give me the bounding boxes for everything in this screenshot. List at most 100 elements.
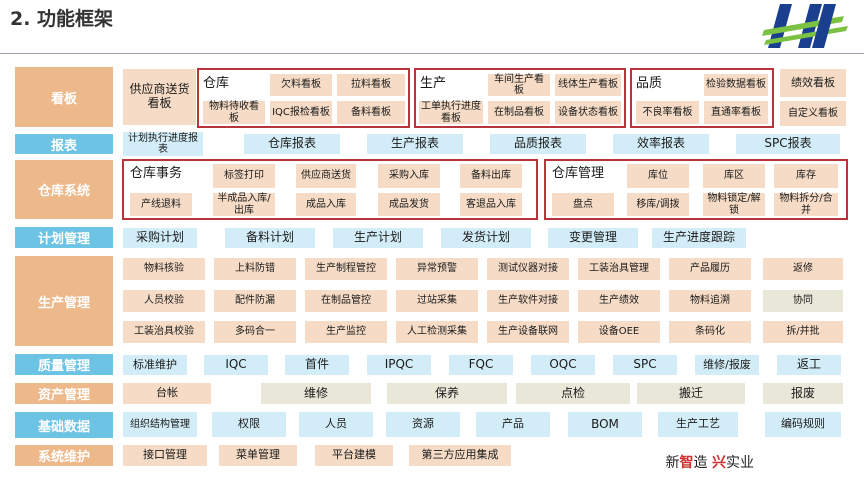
storage-area[interactable]: 库区 bbox=[703, 164, 765, 188]
fixture-calibration[interactable]: 工装治具校验 bbox=[123, 321, 205, 343]
asset-repair[interactable]: 维修 bbox=[261, 383, 371, 404]
production-progress-tracking[interactable]: 生产进度跟踪 bbox=[652, 228, 746, 248]
inspection-data-kanban[interactable]: 检验数据看板 bbox=[704, 74, 768, 96]
menu-management[interactable]: 菜单管理 bbox=[219, 445, 297, 466]
equipment-status-kanban[interactable]: 设备状态看板 bbox=[555, 101, 621, 124]
resources[interactable]: 资源 bbox=[386, 412, 460, 437]
spc-report[interactable]: SPC报表 bbox=[736, 134, 840, 154]
production-process[interactable]: 生产工艺 bbox=[658, 412, 738, 437]
first-article[interactable]: 首件 bbox=[285, 355, 349, 375]
supplier-delivery-kanban[interactable]: 供应商送货看板 bbox=[123, 69, 196, 125]
production-software-integration[interactable]: 生产软件对接 bbox=[487, 290, 569, 312]
purchase-inbound[interactable]: 采购入库 bbox=[378, 164, 440, 188]
quality-report[interactable]: 品质报表 bbox=[490, 134, 586, 154]
relocation[interactable]: 搬迁 bbox=[637, 383, 745, 404]
loading-error-proofing[interactable]: 上料防错 bbox=[214, 258, 296, 280]
workshop-production-kanban[interactable]: 车间生产看板 bbox=[488, 74, 550, 96]
manual-inspection-collection[interactable]: 人工检测采集 bbox=[396, 321, 478, 343]
material-traceability[interactable]: 物料追溯 bbox=[669, 290, 751, 312]
third-party-integration[interactable]: 第三方应用集成 bbox=[409, 445, 511, 466]
org-structure-management[interactable]: 组织结构管理 bbox=[123, 412, 197, 437]
interface-management[interactable]: 接口管理 bbox=[123, 445, 207, 466]
material-prep-kanban[interactable]: 备料看板 bbox=[337, 101, 405, 124]
asset-scrap[interactable]: 报废 bbox=[763, 383, 843, 404]
iqc-inspection-kanban[interactable]: IQC报检看板 bbox=[270, 101, 332, 124]
multi-code-merge[interactable]: 多码合一 bbox=[214, 321, 296, 343]
exception-alert[interactable]: 异常预警 bbox=[396, 258, 478, 280]
inventory[interactable]: 库存 bbox=[774, 164, 838, 188]
personnel-verification[interactable]: 人员校验 bbox=[123, 290, 205, 312]
spc[interactable]: SPC bbox=[613, 355, 677, 375]
oqc[interactable]: OQC bbox=[531, 355, 595, 375]
row-label-sys-maint: 系统维护 bbox=[15, 445, 113, 466]
warehouse-report[interactable]: 仓库报表 bbox=[244, 134, 340, 154]
collaboration[interactable]: 协同 bbox=[763, 290, 843, 312]
bom[interactable]: BOM bbox=[568, 412, 642, 437]
station-collection[interactable]: 过站采集 bbox=[396, 290, 478, 312]
material-outbound[interactable]: 备料出库 bbox=[460, 164, 522, 188]
performance-kanban[interactable]: 绩效看板 bbox=[780, 69, 846, 97]
barcoding[interactable]: 条码化 bbox=[669, 321, 751, 343]
products[interactable]: 产品 bbox=[476, 412, 550, 437]
production-performance[interactable]: 生产绩效 bbox=[578, 290, 660, 312]
pull-material-kanban[interactable]: 拉料看板 bbox=[337, 74, 405, 96]
equipment-networking[interactable]: 生产设备联网 bbox=[487, 321, 569, 343]
finished-goods-inbound[interactable]: 成品入库 bbox=[296, 193, 356, 216]
test-instrument-integration[interactable]: 测试仪器对接 bbox=[487, 258, 569, 280]
process-control[interactable]: 生产制程管控 bbox=[305, 258, 387, 280]
material-prep-plan[interactable]: 备料计划 bbox=[225, 228, 315, 248]
work-order-progress-kanban[interactable]: 工单执行进度看板 bbox=[419, 101, 483, 124]
row-label-production-mgmt: 生产管理 bbox=[15, 256, 113, 346]
group-quality-kanban bbox=[630, 68, 774, 128]
custom-kanban[interactable]: 自定义看板 bbox=[780, 101, 846, 126]
shortage-kanban[interactable]: 欠料看板 bbox=[270, 74, 332, 96]
group-title-warehouse-affairs: 仓库事务 bbox=[130, 166, 183, 181]
stock-count[interactable]: 盘点 bbox=[552, 193, 614, 216]
product-history[interactable]: 产品履历 bbox=[669, 258, 751, 280]
defect-rate-kanban[interactable]: 不良率看板 bbox=[636, 101, 699, 124]
production-monitoring[interactable]: 生产监控 bbox=[305, 321, 387, 343]
storage-location[interactable]: 库位 bbox=[627, 164, 689, 188]
shipment-plan[interactable]: 发货计划 bbox=[441, 228, 531, 248]
wip-kanban[interactable]: 在制品看板 bbox=[488, 101, 550, 124]
asset-ledger[interactable]: 台帐 bbox=[123, 383, 211, 404]
ipqc[interactable]: IPQC bbox=[367, 355, 431, 375]
material-lock-unlock[interactable]: 物料锁定/解锁 bbox=[703, 193, 765, 216]
change-management[interactable]: 变更管理 bbox=[548, 228, 638, 248]
platform-modeling[interactable]: 平台建模 bbox=[315, 445, 393, 466]
parts-leak-proofing[interactable]: 配件防漏 bbox=[214, 290, 296, 312]
rework-repair[interactable]: 返修 bbox=[763, 258, 843, 280]
batch-split-merge[interactable]: 拆/并批 bbox=[763, 321, 843, 343]
plan-progress-report[interactable]: 计划执行进度报表 bbox=[123, 132, 203, 156]
iqc[interactable]: IQC bbox=[204, 355, 268, 375]
supplier-delivery[interactable]: 供应商送货 bbox=[296, 164, 356, 188]
line-production-kanban[interactable]: 线体生产看板 bbox=[555, 74, 621, 96]
customer-return-inbound[interactable]: 客退品入库 bbox=[460, 193, 522, 216]
finished-goods-shipment[interactable]: 成品发货 bbox=[378, 193, 440, 216]
wip-control[interactable]: 在制品管控 bbox=[305, 290, 387, 312]
pending-receipt-kanban[interactable]: 物料待收看板 bbox=[203, 101, 265, 124]
fqc[interactable]: FQC bbox=[449, 355, 513, 375]
stock-transfer[interactable]: 移库/调拨 bbox=[627, 193, 689, 216]
standard-maintenance[interactable]: 标准维护 bbox=[123, 355, 187, 375]
rework[interactable]: 返工 bbox=[777, 355, 841, 375]
maintenance[interactable]: 保养 bbox=[387, 383, 507, 404]
label-printing[interactable]: 标签打印 bbox=[213, 164, 275, 188]
permissions[interactable]: 权限 bbox=[212, 412, 286, 437]
spot-check[interactable]: 点检 bbox=[516, 383, 630, 404]
material-split-merge[interactable]: 物料拆分/合并 bbox=[774, 193, 838, 216]
material-verification[interactable]: 物料核验 bbox=[123, 258, 205, 280]
personnel[interactable]: 人员 bbox=[299, 412, 373, 437]
coding-rules[interactable]: 编码规则 bbox=[765, 412, 841, 437]
semi-finished-in-out[interactable]: 半成品入库/出库 bbox=[213, 193, 275, 216]
production-plan[interactable]: 生产计划 bbox=[333, 228, 423, 248]
row-label-basic-data: 基础数据 bbox=[15, 412, 113, 438]
repair-scrap[interactable]: 维修/报废 bbox=[695, 355, 759, 375]
fixture-management[interactable]: 工装治具管理 bbox=[578, 258, 660, 280]
equipment-oee[interactable]: 设备OEE bbox=[578, 321, 660, 343]
first-pass-yield-kanban[interactable]: 直通率看板 bbox=[704, 101, 768, 124]
efficiency-report[interactable]: 效率报表 bbox=[613, 134, 709, 154]
production-report[interactable]: 生产报表 bbox=[367, 134, 463, 154]
line-material-return[interactable]: 产线退料 bbox=[130, 193, 192, 216]
purchase-plan[interactable]: 采购计划 bbox=[123, 228, 197, 248]
